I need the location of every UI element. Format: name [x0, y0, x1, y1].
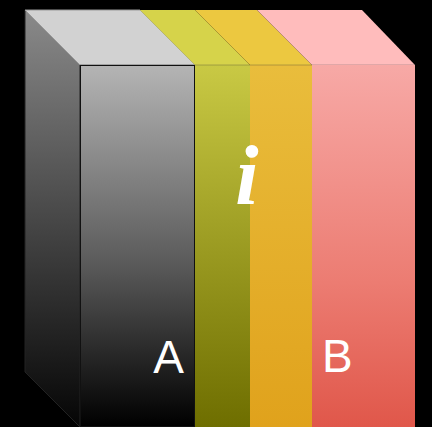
- top-face-b: [257, 10, 415, 65]
- layer-label: B: [322, 333, 353, 379]
- side-face: [25, 10, 80, 427]
- layer-label: A: [153, 334, 184, 380]
- layer-a: A: [80, 65, 195, 427]
- interface-symbol: i: [235, 134, 258, 218]
- layer-b: B: [312, 65, 415, 427]
- front-face-layer1: [195, 65, 250, 427]
- front-face-layer2: [250, 65, 312, 427]
